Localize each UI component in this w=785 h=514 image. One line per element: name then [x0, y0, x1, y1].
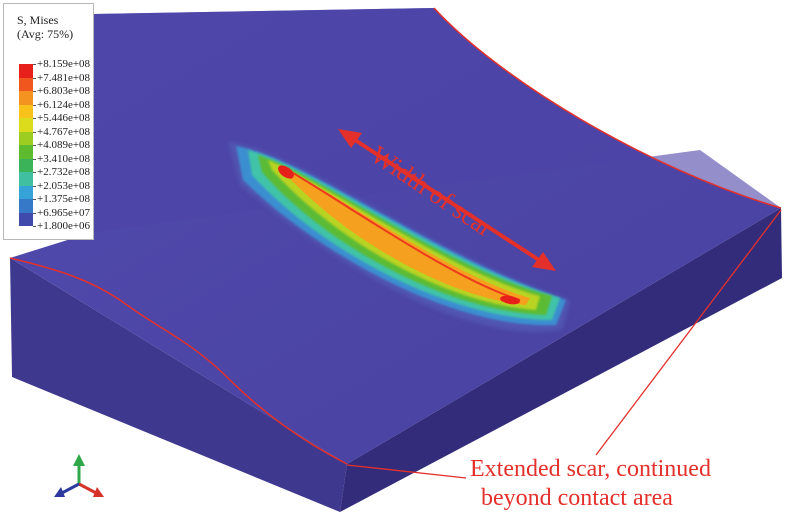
legend-tick: [33, 226, 36, 227]
legend-swatch: [19, 145, 33, 159]
legend-tick: [33, 212, 36, 214]
legend-value: +2.732e+08: [37, 166, 91, 178]
legend-value: +6.803e+08: [37, 85, 91, 97]
legend-value: +5.446e+08: [37, 112, 91, 124]
legend-tick: [33, 131, 36, 133]
caption-line-1: Extended scar, continued: [470, 456, 711, 482]
legend-tick: [33, 172, 36, 173]
legend-tick: [33, 185, 36, 187]
legend-subtitle: (Avg: 75%): [17, 27, 74, 41]
legend-value: +7.481e+08: [37, 71, 91, 84]
legend-swatch: [19, 77, 33, 91]
legend-value: +2.053e+08: [37, 179, 91, 192]
legend-swatch: [19, 131, 33, 145]
legend-color-bar: [19, 64, 33, 226]
leader-line-right: [595, 209, 782, 456]
scar-edge-curve-front: [9, 257, 348, 465]
legend-swatch: [19, 158, 33, 172]
legend-value: +6.124e+08: [37, 98, 91, 111]
plate-right-face: [340, 208, 782, 512]
legend-tick: [33, 158, 36, 160]
legend-swatch: [19, 185, 33, 199]
legend-value: +4.089e+08: [37, 139, 91, 151]
legend-swatch: [19, 91, 33, 105]
legend-value: +6.965e+07: [37, 206, 91, 219]
width-arrow: [338, 129, 556, 271]
legend-tick: [33, 77, 36, 79]
leader-line-front: [346, 464, 467, 479]
legend-swatch: [19, 172, 33, 186]
legend-swatch: [19, 104, 33, 118]
legend-tick: [33, 64, 36, 65]
stress-legend: S, Mises (Avg: 75%) +8.159e+08+7.481e+08…: [3, 3, 94, 240]
legend-value: +4.767e+08: [37, 125, 91, 138]
stress-contour-scar: [228, 142, 570, 332]
legend-tick: [33, 199, 36, 200]
legend-tick: [33, 118, 36, 119]
legend-value: +8.159e+08: [37, 58, 91, 70]
legend-value: +1.375e+08: [37, 193, 91, 205]
legend-swatch: [19, 118, 33, 132]
legend-tick: [33, 104, 36, 106]
plate-front-face: [10, 258, 347, 512]
legend-tick: [33, 91, 36, 92]
legend-swatch: [19, 199, 33, 213]
caption-line-2: beyond contact area: [481, 485, 673, 511]
legend-title: S, Mises: [17, 13, 59, 27]
legend-tick: [33, 145, 36, 146]
scar-edge-curve-back: [433, 7, 782, 209]
coordinate-triad-icon: [54, 454, 104, 497]
legend-value: +3.410e+08: [37, 152, 91, 165]
legend-swatch: [19, 64, 33, 78]
legend-swatch: [19, 212, 33, 226]
legend-value: +1.800e+06: [37, 220, 91, 232]
